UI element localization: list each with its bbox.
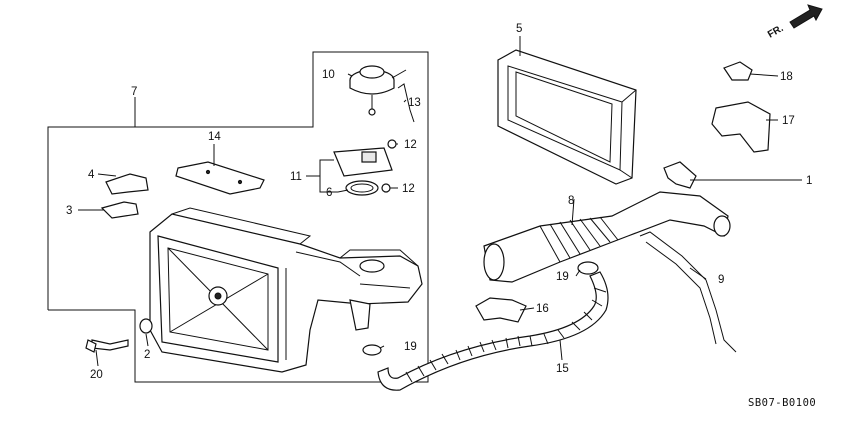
callout-5: 5	[516, 23, 522, 35]
part-16-clamp	[475, 297, 527, 323]
part-12-nut-upper	[387, 139, 397, 149]
callout-8: 8	[568, 195, 574, 207]
leader-lines	[78, 36, 802, 367]
part-9-rod	[639, 231, 737, 353]
part-19-clamp-lower	[362, 344, 382, 356]
callout-3: 3	[66, 205, 72, 217]
callout-2: 2	[144, 349, 150, 361]
part-8-duct	[483, 191, 731, 283]
part-1-clip	[663, 161, 697, 189]
group-bracket-7	[47, 51, 429, 383]
callout-7: 7	[131, 86, 137, 98]
callout-11: 11	[290, 171, 302, 183]
callout-13: 13	[408, 97, 421, 109]
callout-4: 4	[88, 169, 95, 181]
part-9-rod-inner	[645, 241, 717, 345]
direction-label: FR.	[766, 23, 786, 41]
front-direction-indicator: FR.	[766, 4, 823, 41]
part-5-filter-frame	[497, 49, 637, 185]
part-10-actuator	[349, 65, 407, 116]
air-duct-housing	[149, 207, 423, 373]
callout-6: 6	[326, 187, 332, 199]
callout-12-lower: 12	[402, 183, 415, 195]
callout-15: 15	[556, 363, 569, 375]
callout-17: 17	[782, 115, 795, 127]
front-arrow-icon	[789, 4, 823, 29]
part-18-clip	[723, 61, 753, 81]
callout-10: 10	[322, 69, 335, 81]
callout-18: 18	[780, 71, 793, 83]
part-17-bracket	[711, 101, 771, 153]
callout-19-lower: 19	[404, 341, 417, 353]
part-11-plate	[333, 147, 393, 177]
part-3-clip	[100, 201, 139, 219]
part-4-clip	[105, 173, 149, 195]
part-20-fastener	[85, 339, 129, 353]
part-2-grommet	[139, 318, 153, 334]
part-6-gasket	[345, 180, 379, 196]
callout-1: 1	[806, 175, 812, 187]
part-14-bracket	[175, 161, 265, 195]
callout-20: 20	[90, 369, 103, 381]
callout-12-upper: 12	[404, 139, 417, 151]
callout-16: 16	[536, 303, 549, 315]
part-12-nut-lower	[381, 183, 391, 193]
callout-14: 14	[208, 131, 221, 143]
callout-9: 9	[718, 274, 724, 286]
part-19-clamp-upper	[577, 261, 599, 275]
diagram-code: SB07-B0100	[748, 397, 816, 409]
callout-labels: 1 2 3 4 5 6 7 8 9 10 11 12 12 13 14 15 1…	[66, 23, 812, 381]
part-15-hose	[377, 271, 609, 391]
part-13-rod	[397, 83, 415, 123]
callout-19-upper: 19	[556, 271, 569, 283]
